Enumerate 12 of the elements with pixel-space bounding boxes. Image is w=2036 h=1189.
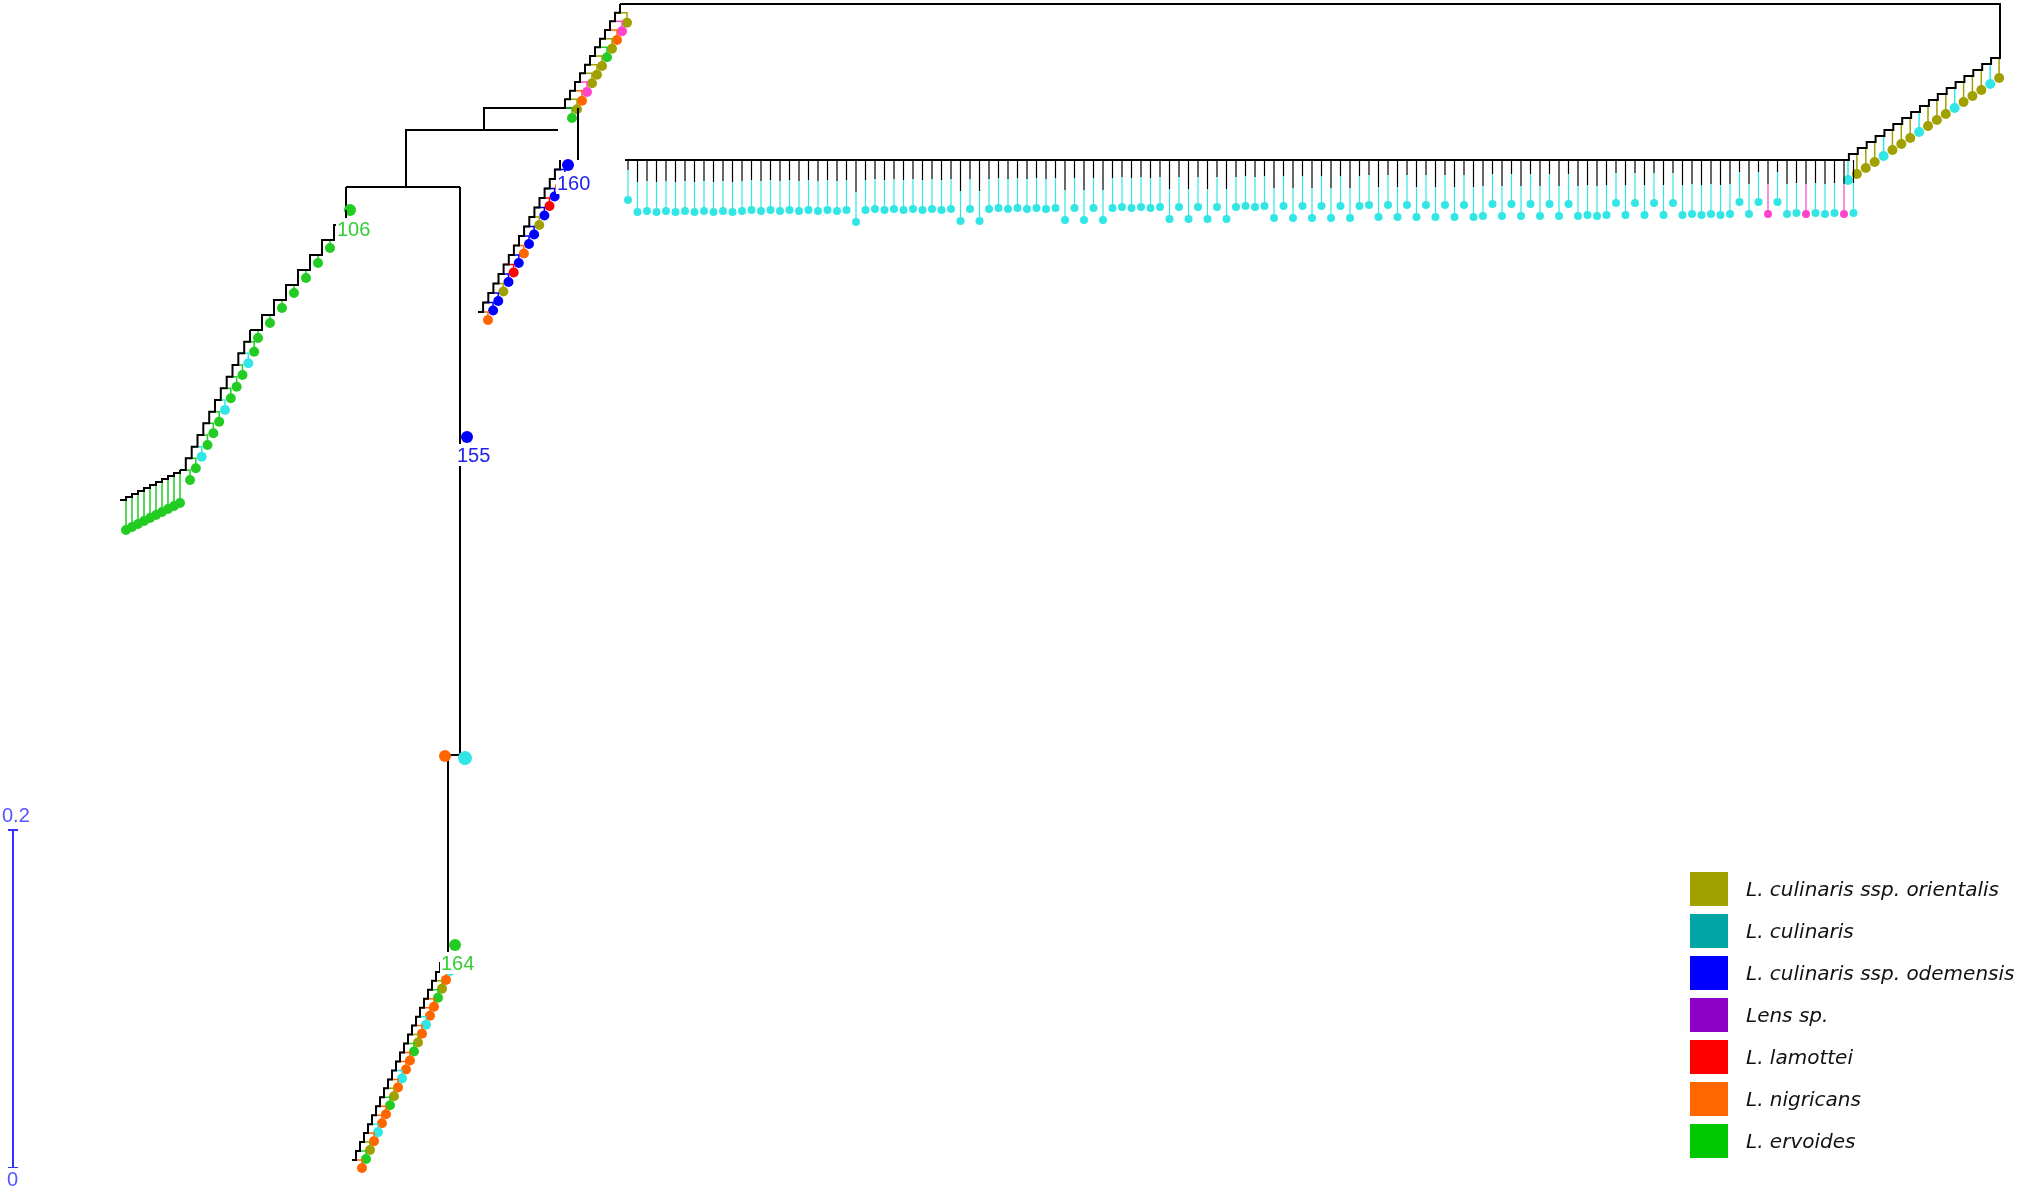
legend-label: L. lamottei [1746,1045,1853,1069]
leaf-label: 160 [556,172,592,194]
legend-label: Lens sp. [1746,1003,1829,1027]
leaf-label: 164 [440,952,476,974]
legend-label: L. nigricans [1746,1087,1861,1111]
leaf-label: 155 [456,444,492,466]
legend-label: L. culinaris [1746,919,1854,943]
legend-label: L. culinaris ssp. odemensis [1746,961,2015,985]
leaf-label: 106 [336,218,372,240]
legend-label: L. culinaris ssp. orientalis [1746,877,1999,901]
scale-value: 0 [6,1168,20,1189]
legend-label: L. ervoides [1746,1129,1856,1153]
